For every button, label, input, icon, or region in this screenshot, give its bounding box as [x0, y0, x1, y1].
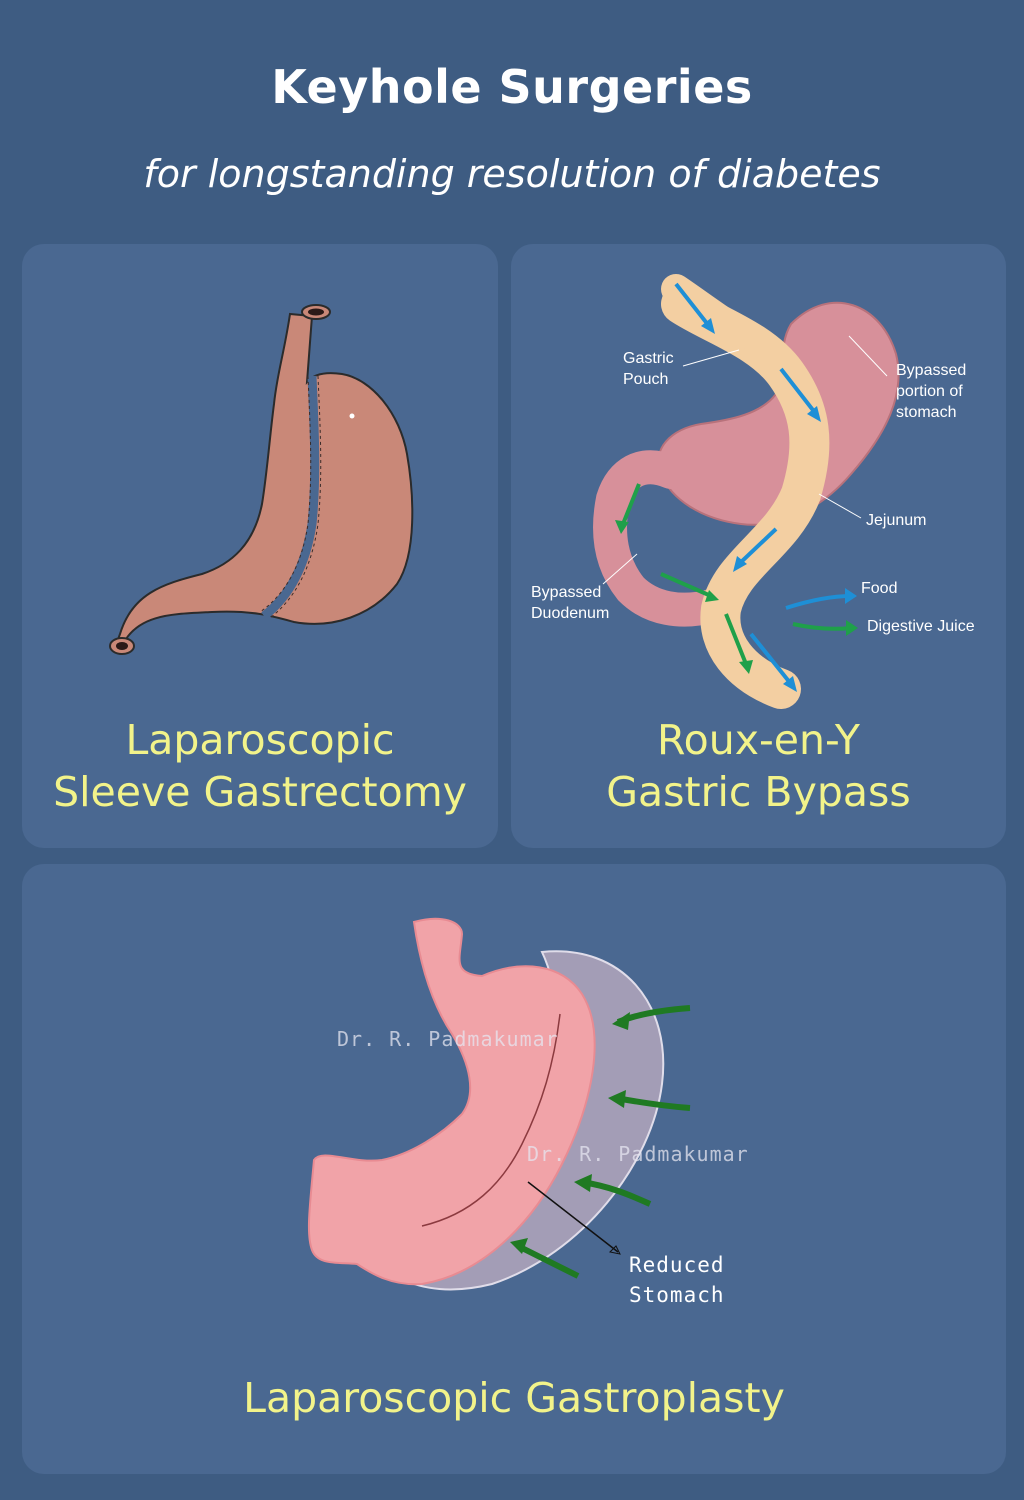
gastroplasty-card: Dr. R. Padmakumar Dr. R. Padmakumar Redu… — [22, 864, 1006, 1474]
remaining-stomach — [307, 917, 596, 1286]
watermark-2: Dr. R. Padmakumar — [527, 1142, 749, 1166]
food-flow-arrow-1 — [674, 282, 711, 328]
page-subtitle: for longstanding resolution of diabetes — [143, 152, 881, 196]
juice-flow-arrow-1 — [621, 483, 641, 525]
label-jejunum: Jejunum — [866, 512, 927, 529]
food-flow-arrow-2 — [779, 367, 818, 416]
food-flow-arrow-4 — [749, 632, 793, 686]
bypass-illustration — [593, 274, 900, 709]
sleeve-caption-line1: Laparoscopic — [125, 716, 395, 764]
bypassed-stomach-shape — [657, 301, 900, 526]
bypass-caption-line1: Roux-en-Y — [657, 716, 860, 764]
watermark-1: Dr. R. Padmakumar — [337, 1027, 559, 1051]
sleeve-caption-line2: Sleeve Gastrectomy — [53, 768, 467, 816]
sleeve-stomach-illustration — [109, 304, 414, 655]
label-bypassed-portion: Bypassed portion of stomach — [896, 362, 967, 421]
label-reduced-stomach: Reduced Stomach — [629, 1253, 725, 1307]
staple-line — [421, 1013, 561, 1227]
jejunum-shape — [661, 284, 830, 709]
legend-food-arrow — [785, 594, 852, 610]
food-flow-arrow-3 — [737, 527, 778, 566]
bypass-caption-line2: Gastric Bypass — [606, 768, 911, 816]
juice-flow-arrow-2 — [660, 572, 712, 598]
gastroplasty-illustration — [307, 917, 691, 1291]
sleeve-caption: Laparoscopic Sleeve Gastrectomy — [22, 714, 498, 818]
bypassed-duodenum-shape — [593, 450, 728, 627]
gastric-bypass-card: Gastric Pouch Bypassed portion of stomac… — [511, 244, 1006, 848]
legend-digestive-juice-label: Digestive Juice — [867, 618, 975, 635]
sleeve-gastrectomy-card: Laparoscopic Sleeve Gastrectomy — [22, 244, 498, 848]
page-title: Keyhole Surgeries — [271, 60, 753, 114]
label-gastric-pouch: Gastric Pouch — [623, 350, 674, 388]
gastroplasty-caption: Laparoscopic Gastroplasty — [243, 1374, 785, 1422]
label-bypassed-duodenum: Bypassed Duodenum — [531, 584, 610, 622]
legend-food-label: Food — [861, 580, 898, 597]
juice-flow-arrow-3 — [724, 613, 748, 665]
bypass-caption: Roux-en-Y Gastric Bypass — [511, 714, 1006, 818]
legend-juice-arrow — [792, 622, 852, 631]
